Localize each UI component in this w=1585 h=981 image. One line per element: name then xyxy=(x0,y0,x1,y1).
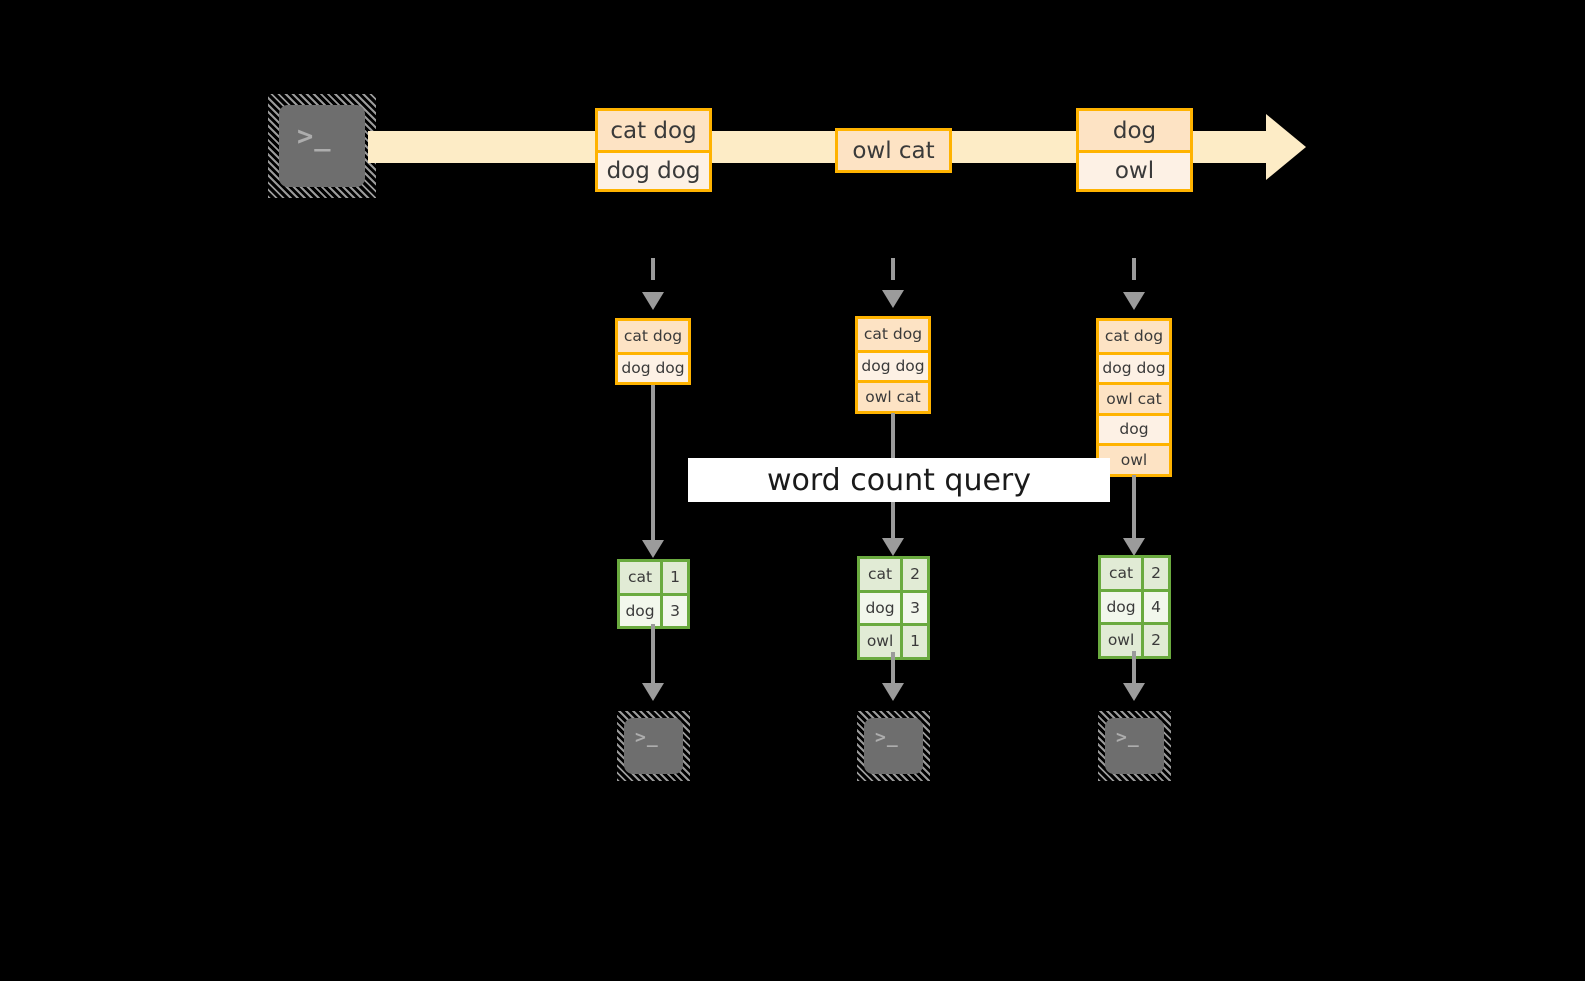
terminal-body xyxy=(624,718,683,774)
result-to-sink-connector-2 xyxy=(891,652,895,686)
stream-to-snapshot-arrowhead-1 xyxy=(642,292,664,310)
result-value: 3 xyxy=(663,595,687,626)
result-key: cat xyxy=(860,559,904,590)
result-value: 1 xyxy=(903,626,927,657)
terminal-body xyxy=(864,718,923,774)
result-key: dog xyxy=(1101,591,1145,622)
sink-terminal-icon-2[interactable]: >_ xyxy=(857,711,930,781)
snapshot-row: cat dog xyxy=(618,321,688,352)
snapshot-table-1[interactable]: cat dog dog dog xyxy=(615,318,691,385)
stream-to-snapshot-connector-1 xyxy=(651,258,655,294)
result-table-3[interactable]: cat 2 dog 4 owl 2 xyxy=(1098,555,1171,659)
result-key: owl xyxy=(860,626,904,657)
stream-to-snapshot-arrowhead-2 xyxy=(882,290,904,308)
stream-to-snapshot-connector-3 xyxy=(1132,258,1136,294)
snapshot-row: cat dog xyxy=(858,319,928,350)
result-row: cat 2 xyxy=(1101,558,1168,589)
snapshot-row: dog dog xyxy=(618,351,688,382)
stream-to-snapshot-connector-2 xyxy=(891,258,895,292)
result-row: owl 2 xyxy=(1101,622,1168,656)
stream-record: owl cat xyxy=(838,131,949,170)
result-to-sink-arrowhead-2 xyxy=(882,683,904,701)
source-terminal-icon[interactable]: >_ xyxy=(268,94,376,198)
query-label-text: word count query xyxy=(766,462,1032,498)
query-label-banner: word count query xyxy=(688,458,1110,502)
result-value: 3 xyxy=(903,592,927,623)
snapshot-row: dog dog xyxy=(858,349,928,380)
result-row: owl 1 xyxy=(860,623,927,657)
snapshot-to-result-arrowhead-1 xyxy=(642,540,664,558)
result-value: 1 xyxy=(663,562,687,593)
terminal-prompt-glyph: >_ xyxy=(875,727,899,748)
terminal-prompt-glyph: >_ xyxy=(1116,727,1140,748)
result-to-sink-connector-1 xyxy=(651,624,655,686)
result-table-2[interactable]: cat 2 dog 3 owl 1 xyxy=(857,556,930,660)
result-key: cat xyxy=(1101,558,1145,589)
snapshot-row: owl cat xyxy=(1099,382,1169,413)
result-to-sink-connector-3 xyxy=(1132,651,1136,686)
stream-to-snapshot-arrowhead-3 xyxy=(1123,292,1145,310)
terminal-body xyxy=(1105,718,1164,774)
result-value: 2 xyxy=(1144,625,1168,656)
snapshot-row: dog xyxy=(1099,412,1169,443)
result-key: owl xyxy=(1101,625,1145,656)
result-value: 2 xyxy=(903,559,927,590)
snapshot-to-result-arrowhead-3 xyxy=(1123,538,1145,556)
snapshot-row: owl xyxy=(1099,443,1169,474)
result-key: dog xyxy=(620,595,664,626)
result-table-1[interactable]: cat 1 dog 3 xyxy=(617,559,690,629)
result-row: cat 2 xyxy=(860,559,927,590)
stream-record: cat dog xyxy=(598,111,709,150)
stream-records-3[interactable]: dog owl xyxy=(1076,108,1193,192)
terminal-prompt-glyph: >_ xyxy=(635,727,659,748)
result-row: dog 3 xyxy=(620,592,687,626)
sink-terminal-icon-1[interactable]: >_ xyxy=(617,711,690,781)
result-key: cat xyxy=(620,562,664,593)
result-row: dog 4 xyxy=(1101,588,1168,622)
stream-record: owl xyxy=(1079,150,1190,189)
snapshot-table-3[interactable]: cat dog dog dog owl cat dog owl xyxy=(1096,318,1172,477)
result-to-sink-arrowhead-1 xyxy=(642,683,664,701)
snapshot-table-2[interactable]: cat dog dog dog owl cat xyxy=(855,316,931,414)
terminal-body xyxy=(279,105,365,187)
result-to-sink-arrowhead-3 xyxy=(1123,683,1145,701)
snapshot-to-result-arrowhead-2 xyxy=(882,538,904,556)
result-row: cat 1 xyxy=(620,562,687,593)
snapshot-row: owl cat xyxy=(858,380,928,411)
result-key: dog xyxy=(860,592,904,623)
snapshot-to-result-connector-1 xyxy=(651,385,655,543)
terminal-prompt-glyph: >_ xyxy=(297,121,332,152)
result-value: 4 xyxy=(1144,591,1168,622)
stream-records-2[interactable]: owl cat xyxy=(835,128,952,173)
stream-arrow-head xyxy=(1266,114,1306,180)
sink-terminal-icon-3[interactable]: >_ xyxy=(1098,711,1171,781)
stream-records-1[interactable]: cat dog dog dog xyxy=(595,108,712,192)
result-value: 2 xyxy=(1144,558,1168,589)
stream-record: dog dog xyxy=(598,150,709,189)
snapshot-row: dog dog xyxy=(1099,351,1169,382)
stream-record: dog xyxy=(1079,111,1190,150)
snapshot-to-result-connector-3 xyxy=(1132,475,1136,541)
snapshot-row: cat dog xyxy=(1099,321,1169,352)
result-row: dog 3 xyxy=(860,589,927,623)
